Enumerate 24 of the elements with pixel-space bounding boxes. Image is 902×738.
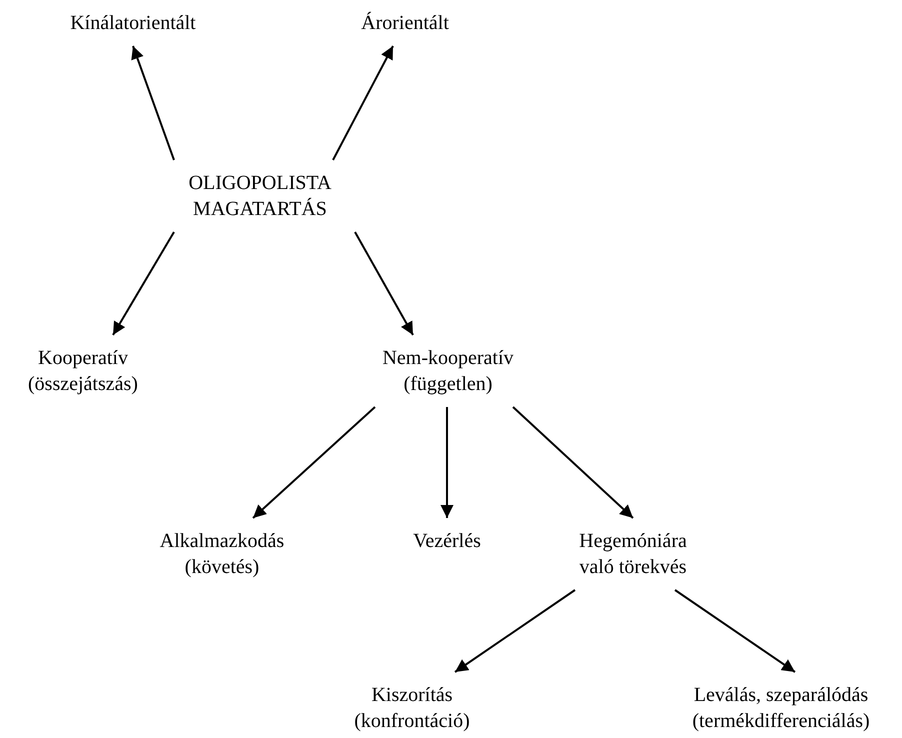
node-label: Nem-kooperatív (382, 346, 514, 371)
node-label: (termékdifferenciálás) (692, 709, 870, 734)
node-label: (független) (404, 372, 492, 397)
node-label: Árorientált (361, 10, 449, 36)
arrow (454, 589, 576, 673)
node-label: OLIGOPOLISTA MAGATARTÁS (188, 171, 332, 222)
node-label: Leválás, szeparálódás (694, 683, 868, 708)
arrow (252, 406, 376, 519)
arrow (112, 232, 175, 336)
arrow (131, 46, 175, 160)
node-label: Kiszorítás (371, 683, 453, 708)
node-label: (követés) (184, 555, 260, 580)
node-label: Vezérlés (413, 529, 481, 554)
arrow (512, 406, 634, 519)
arrow (332, 46, 394, 160)
arrow (440, 407, 454, 518)
node-label: (összejátszás) (28, 372, 138, 397)
node-label: Kooperatív (38, 346, 128, 371)
node-label: Hegemóniára való törekvés (578, 529, 688, 580)
node-label: Alkalmazkodás (160, 529, 284, 554)
arrow (354, 232, 414, 336)
node-label: Kínálatorientált (70, 11, 196, 36)
arrow (674, 589, 796, 673)
node-label: (konfrontáció) (354, 709, 470, 734)
